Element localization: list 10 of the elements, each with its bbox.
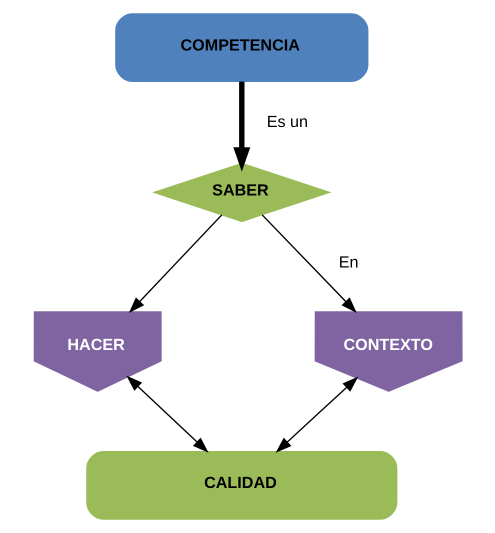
arrow xyxy=(232,82,250,172)
node-box: CALIDAD xyxy=(86,451,397,520)
arrow xyxy=(128,214,222,314)
arrow xyxy=(261,214,356,313)
node-box: COMPETENCIA xyxy=(114,13,368,82)
arrow xyxy=(126,376,208,453)
edge-label: Es un xyxy=(266,113,308,132)
edge-label: En xyxy=(338,253,358,272)
node-diamond: SABER xyxy=(152,162,331,222)
arrow xyxy=(275,376,358,453)
